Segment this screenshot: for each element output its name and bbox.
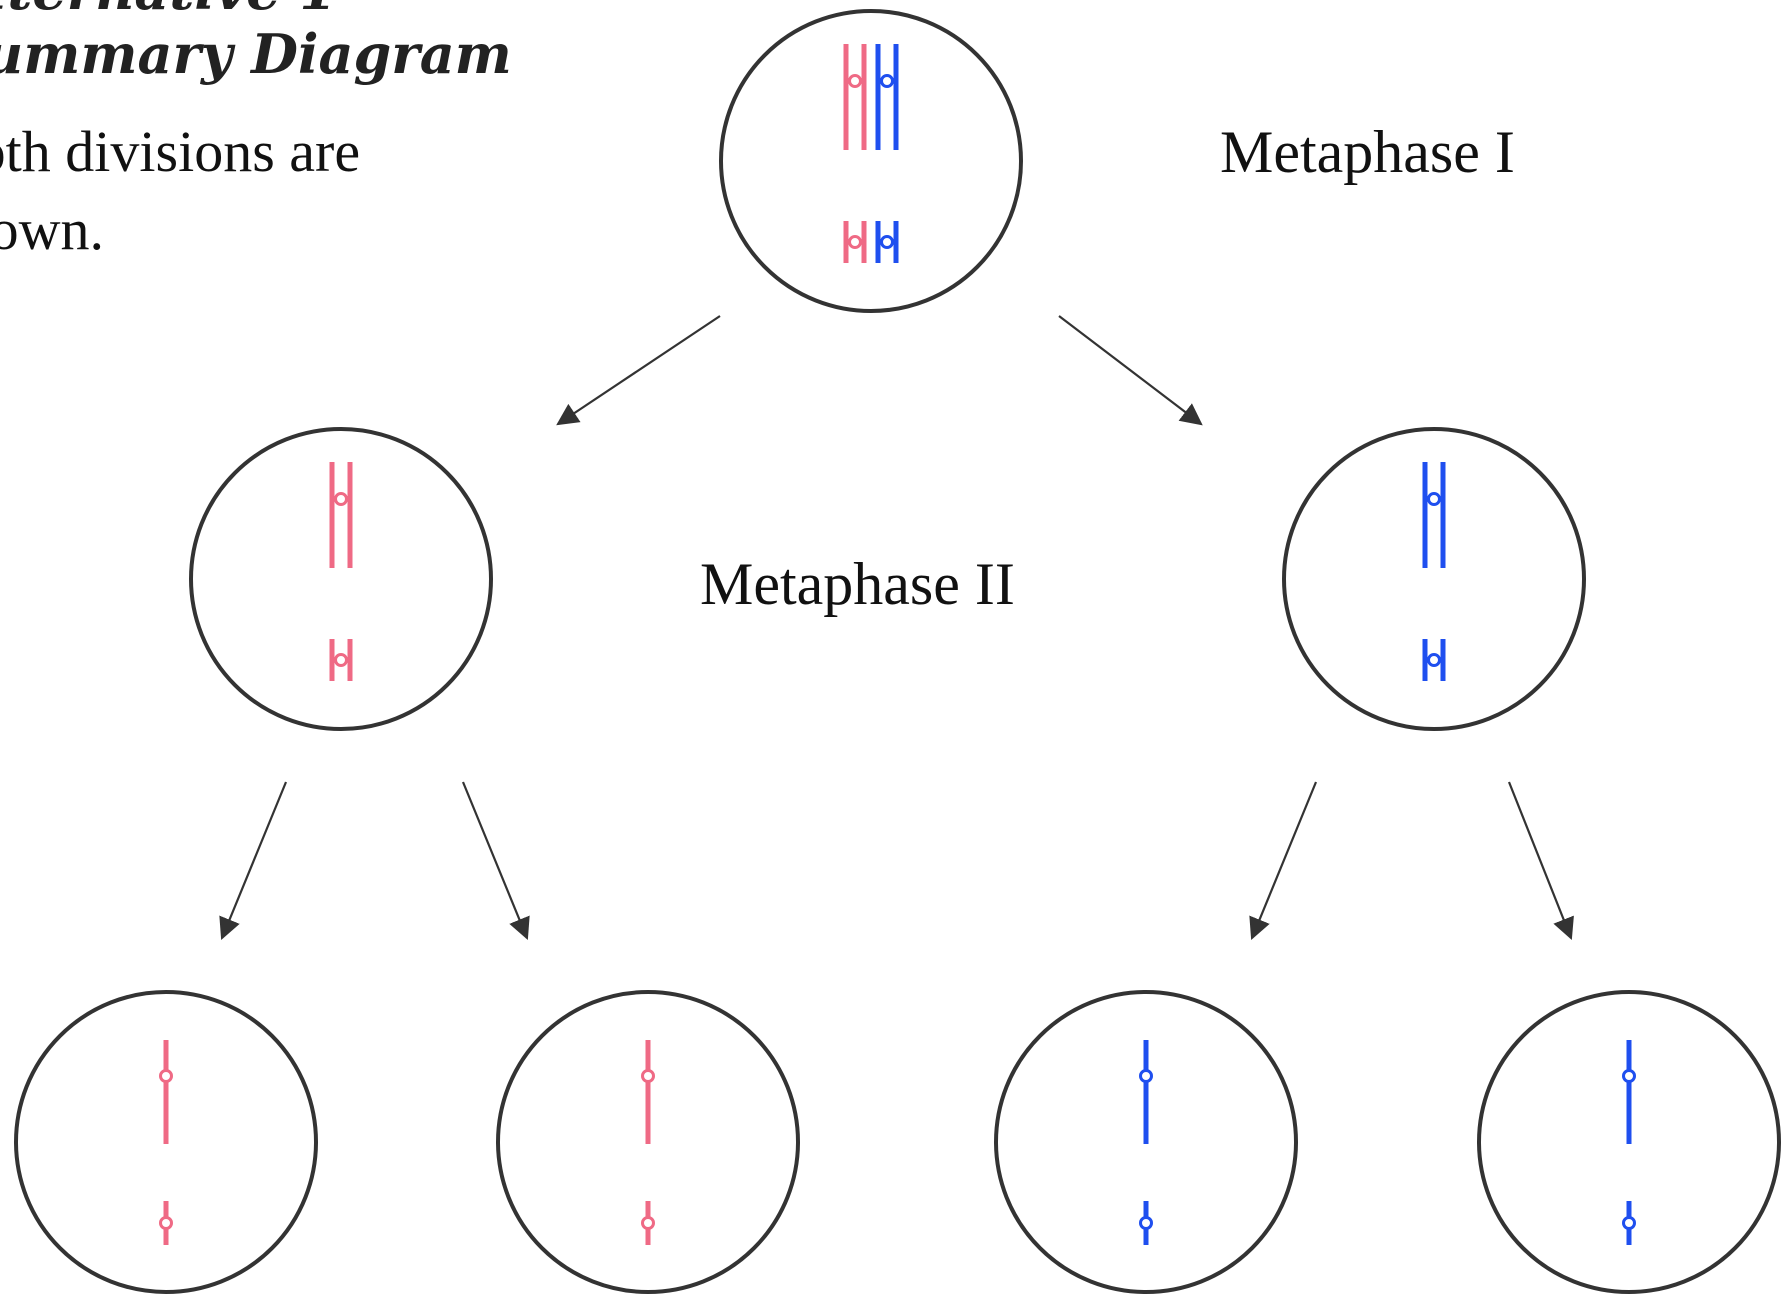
short-chromosome-maternal <box>641 1201 655 1245</box>
daughter-cell-4 <box>1477 990 1781 1294</box>
metaphase-one-label: Metaphase I <box>1220 119 1515 185</box>
long-chromosome-maternal <box>159 1040 173 1144</box>
long-chromosome-paternal <box>1139 1040 1153 1144</box>
long-chromosome-paternal <box>1622 1040 1636 1144</box>
short-chromosome-paternal <box>1622 1201 1636 1245</box>
arrow-metaphase-2-right-cell-to-daughter-cell-3 <box>1249 781 1318 941</box>
centromere <box>1427 653 1441 667</box>
short-chromosome-paternal <box>1139 1201 1153 1245</box>
arrow-metaphase-1-cell-to-metaphase-2-right-cell <box>1058 315 1203 426</box>
centromere <box>641 1216 655 1230</box>
centromere <box>334 653 348 667</box>
description-line-2: shown. <box>0 197 104 262</box>
centromere <box>1427 492 1441 506</box>
metaphase-1-cell <box>719 9 1023 313</box>
long-chromosome-maternal <box>843 44 867 150</box>
diagram-title-line-2: Summary Diagram <box>0 22 512 86</box>
centromere <box>334 492 348 506</box>
long-chromosome-maternal <box>329 462 353 568</box>
centromere <box>1622 1216 1636 1230</box>
centromere <box>1622 1069 1636 1083</box>
diagram-title-line-1: Alternative 1 <box>0 0 337 22</box>
centromere <box>641 1069 655 1083</box>
cells-layer <box>14 9 1781 1294</box>
long-chromosome-paternal <box>875 44 899 150</box>
cell-membrane <box>189 427 493 731</box>
daughter-cell-3 <box>994 990 1298 1294</box>
centromere <box>159 1216 173 1230</box>
daughter-cell-1 <box>14 990 318 1294</box>
centromere <box>880 235 894 249</box>
metaphase-2-left-cell <box>189 427 493 731</box>
arrow-metaphase-2-left-cell-to-daughter-cell-1 <box>219 781 288 941</box>
centromere <box>1139 1069 1153 1083</box>
long-chromosome-paternal <box>1422 462 1446 568</box>
centromere <box>1139 1216 1153 1230</box>
short-chromosome-paternal <box>1422 639 1446 681</box>
arrow-metaphase-2-right-cell-to-daughter-cell-4 <box>1507 781 1574 941</box>
centromere <box>848 235 862 249</box>
metaphase-2-right-cell <box>1282 427 1586 731</box>
cell-membrane <box>994 990 1298 1294</box>
cell-membrane <box>1477 990 1781 1294</box>
short-chromosome-maternal <box>159 1201 173 1245</box>
cell-membrane <box>14 990 318 1294</box>
cell-membrane <box>496 990 800 1294</box>
short-chromosome-paternal <box>875 221 899 263</box>
cell-membrane <box>1282 427 1586 731</box>
arrows-layer <box>219 315 1574 941</box>
short-chromosome-maternal <box>329 639 353 681</box>
description-line-1: Both divisions are <box>0 119 361 184</box>
cell-membrane <box>719 9 1023 313</box>
arrow-metaphase-2-left-cell-to-daughter-cell-2 <box>461 781 530 941</box>
arrow-metaphase-1-cell-to-metaphase-2-left-cell <box>556 315 721 426</box>
metaphase-two-label: Metaphase II <box>700 551 1015 617</box>
centromere <box>848 74 862 88</box>
centromere <box>159 1069 173 1083</box>
long-chromosome-maternal <box>641 1040 655 1144</box>
daughter-cell-2 <box>496 990 800 1294</box>
short-chromosome-maternal <box>843 221 867 263</box>
centromere <box>880 74 894 88</box>
